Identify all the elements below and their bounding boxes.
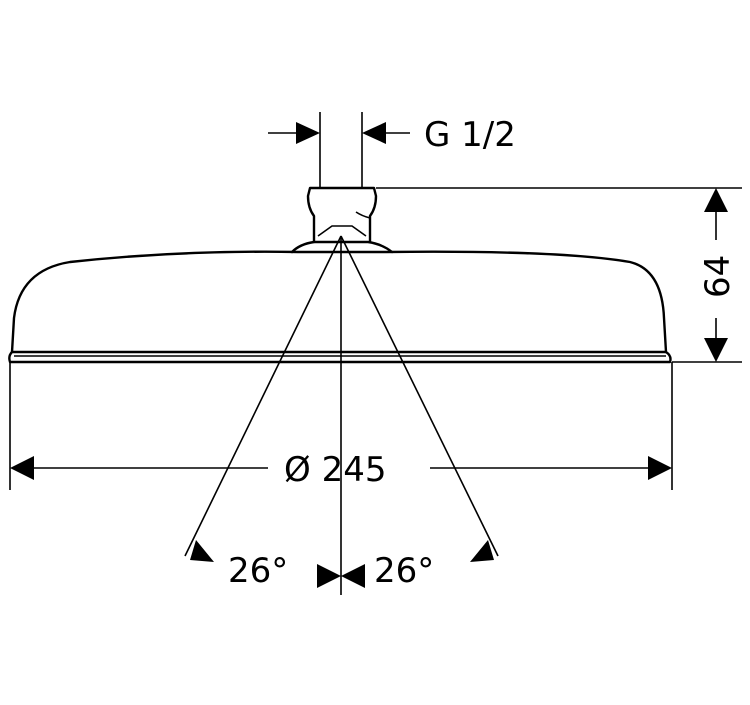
- nut-detail: [317, 225, 367, 237]
- diameter-arrow-right: [648, 456, 672, 480]
- angle-arrow-center-left: [317, 564, 341, 588]
- connection-arrow-right: [362, 122, 386, 144]
- spray-angle-dimension: 26° 26°: [190, 540, 494, 591]
- height-dimension: 64: [376, 187, 742, 363]
- spray-line-left: [184, 235, 342, 557]
- nut-curve: [355, 211, 371, 219]
- diameter-arrow-left: [10, 456, 34, 480]
- shower-head-outline: [8, 186, 672, 364]
- angle-arrow-left-outer: [190, 540, 214, 562]
- spray-cone: [184, 235, 499, 557]
- connection-arrow-left: [296, 122, 320, 144]
- height-arrow-top: [704, 188, 728, 212]
- angle-arrow-right-outer: [470, 540, 494, 562]
- diameter-label: Ø 245: [284, 450, 386, 490]
- head-dome: [10, 250, 668, 354]
- diameter-dimension: Ø 245: [9, 362, 673, 490]
- connection-nut: [306, 186, 378, 244]
- head-flange: [290, 240, 394, 254]
- connection-label: G 1/2: [424, 115, 516, 155]
- angle-arrow-center-right: [341, 564, 365, 588]
- height-arrow-bottom: [704, 338, 728, 362]
- height-label: 64: [698, 255, 738, 298]
- angle-label-right: 26°: [374, 551, 434, 591]
- spray-line-right: [340, 235, 499, 557]
- connection-dimension: G 1/2: [268, 112, 516, 188]
- head-rim: [8, 350, 672, 364]
- angle-label-left: 26°: [228, 551, 288, 591]
